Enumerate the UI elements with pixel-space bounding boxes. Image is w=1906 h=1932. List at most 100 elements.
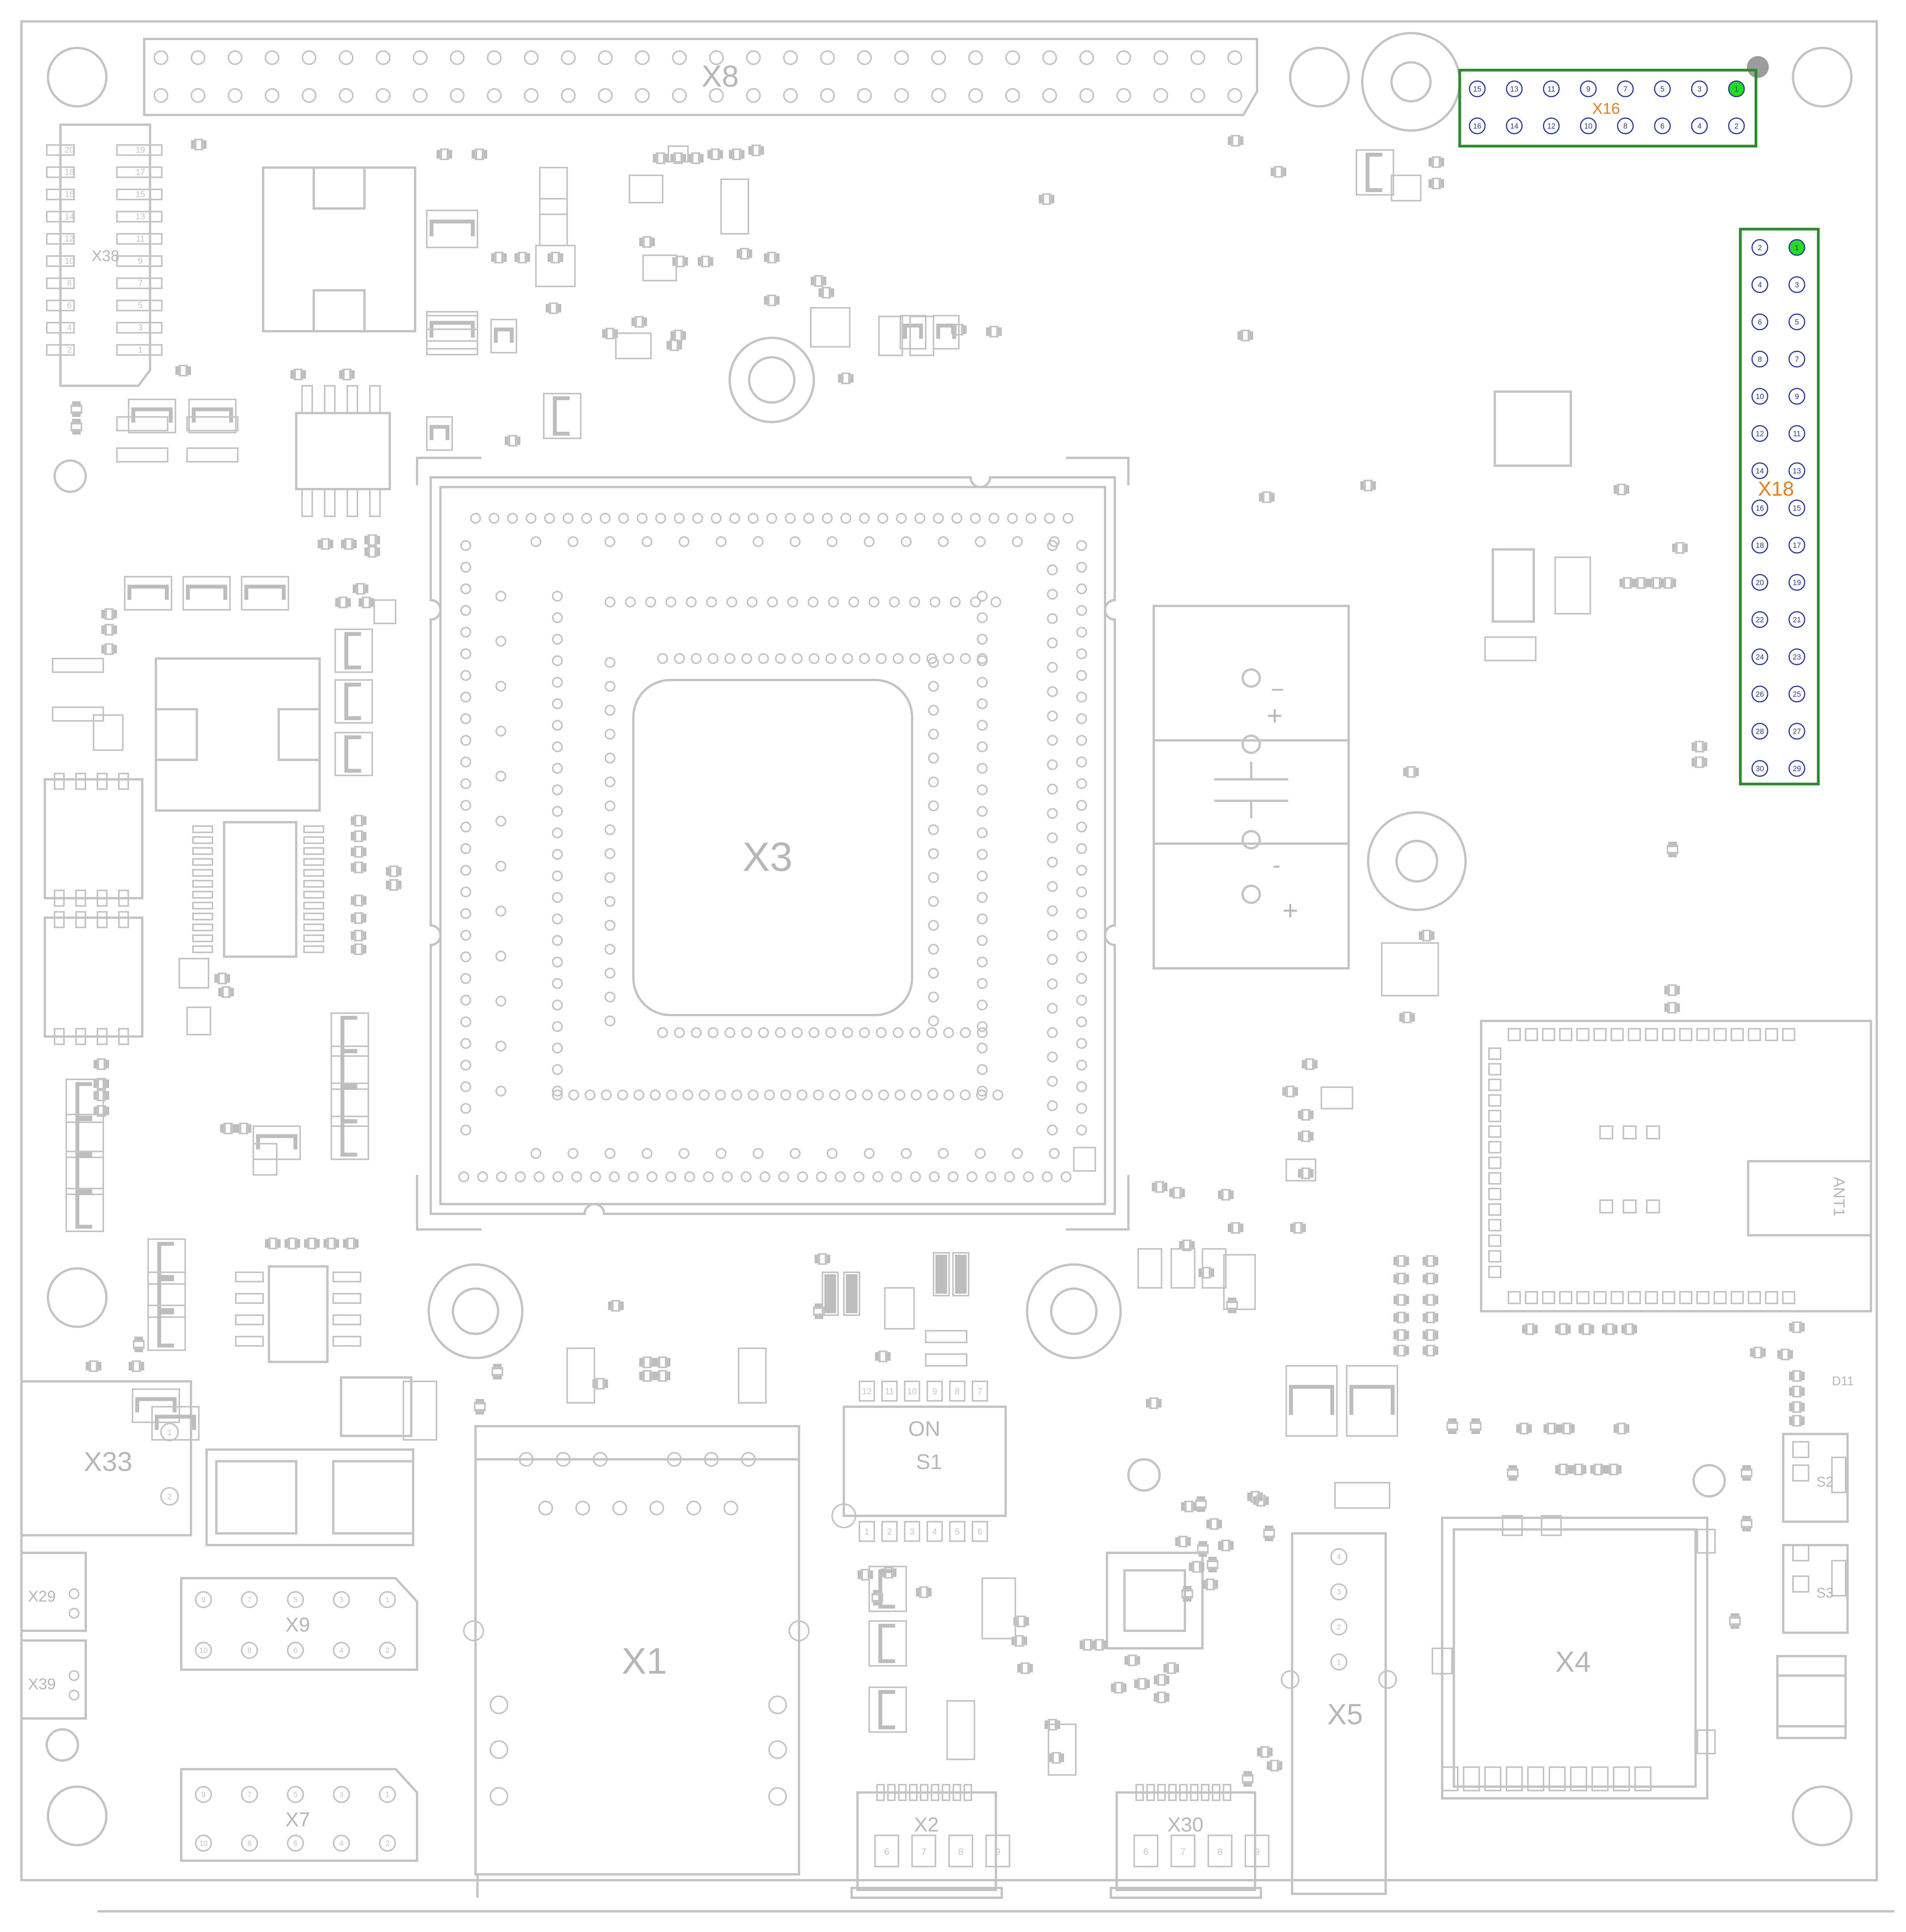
x3-ball (495, 726, 506, 737)
x38-pad-10-number: 10 (65, 256, 74, 266)
x4-pad (1613, 1766, 1630, 1791)
x9-pin-7-number: 7 (248, 1596, 252, 1604)
fuse-pad (332, 1460, 414, 1535)
resistor (221, 986, 231, 998)
resistor (307, 1238, 316, 1249)
x18-pin-3-number: 3 (1795, 281, 1799, 290)
resistor (1285, 1086, 1295, 1097)
tantalum-capacitor-pad (75, 1082, 92, 1120)
tantalum-capacitor-pad (340, 1119, 357, 1157)
x30-contact (1146, 1784, 1155, 1801)
ic-lead (303, 836, 324, 844)
resistor (474, 1402, 486, 1411)
s1-pin-3 (904, 1521, 920, 1542)
x8-pin (820, 88, 835, 103)
x18-pin-16 (1751, 500, 1768, 516)
standoff-upper-mid-inner (748, 356, 796, 404)
tantalum-capacitor (182, 576, 231, 611)
x8-pin (302, 50, 316, 65)
x38-pad-16-number: 16 (65, 189, 74, 199)
x9-pin-6-number: 6 (294, 1647, 298, 1655)
x3-label: X3 (743, 834, 792, 880)
ic-lead (235, 1336, 264, 1347)
small-ic (373, 599, 396, 624)
x16-label: X16 (1592, 100, 1620, 117)
small-ic (884, 1287, 915, 1330)
x1-led-pin (768, 1787, 787, 1806)
x3-ball (842, 653, 853, 664)
tantalum-capacitor (188, 399, 237, 433)
x8-pin (302, 88, 316, 103)
tantalum-capacitor (426, 210, 478, 248)
x3-ball (928, 872, 939, 883)
x9-pin-6 (287, 1642, 304, 1659)
x38-pad-20-number: 20 (65, 145, 74, 155)
x3-ball (1061, 1171, 1071, 1182)
resistor (356, 583, 365, 595)
x3-ball (605, 824, 615, 835)
mosfet-lead (75, 890, 86, 907)
tantalum-capacitor (147, 1272, 186, 1318)
tantalum-capacitor (331, 1012, 369, 1057)
x3-ball (1076, 1103, 1087, 1114)
standoff-right (1367, 811, 1467, 911)
resistor (104, 624, 114, 636)
x3-ball (928, 896, 939, 907)
x38-pad-4-number: 4 (67, 323, 72, 332)
x3-ball (928, 800, 939, 811)
resistor (1017, 1616, 1026, 1627)
diode-block (1492, 548, 1535, 623)
x39-pin (69, 1670, 80, 1681)
x16-pin-8-number: 8 (1623, 122, 1628, 131)
module-pad (1488, 1234, 1501, 1247)
x3-ball (692, 513, 703, 524)
resistor (346, 1238, 355, 1249)
ic-lead (192, 902, 213, 909)
x18-pin-12-number: 12 (1756, 430, 1764, 438)
x8-pin (894, 88, 909, 103)
x7-pin-7-number: 7 (248, 1791, 252, 1799)
x3-die (632, 679, 913, 1016)
x16-pin-16 (1469, 117, 1486, 134)
mosfet-1 (44, 778, 143, 899)
x3-ball (460, 627, 471, 638)
x3-ball (724, 653, 736, 664)
resistor (223, 1123, 233, 1134)
x38-pad-2 (46, 344, 75, 356)
x3-ball (590, 1171, 601, 1182)
x3-ball (1076, 1060, 1087, 1071)
resistor (767, 252, 776, 263)
resistor (342, 369, 352, 380)
x18-pin-7-number: 7 (1795, 356, 1799, 364)
resistor (1507, 1468, 1519, 1478)
x3-ball (790, 1148, 801, 1159)
x3-ball (928, 944, 939, 955)
x3-inner-frame (439, 486, 1106, 1205)
tantalum-capacitor-pad (131, 407, 173, 423)
standoff-lower-right-inner (1050, 1287, 1098, 1335)
sensor-pad (1494, 390, 1572, 467)
x3-ball (571, 1171, 582, 1182)
x2-contact (942, 1784, 950, 1801)
x2-pin-9 (985, 1835, 1010, 1867)
x18-pin-28 (1751, 723, 1768, 740)
x38-pad-12-number: 12 (65, 234, 74, 244)
x2-usb-port (856, 1791, 997, 1891)
resistor (1184, 1501, 1193, 1512)
x3-ball (977, 612, 988, 623)
x33-pin-1-number: 1 (167, 1428, 172, 1437)
x3-ball (960, 1090, 971, 1100)
x3-ball (724, 1027, 736, 1038)
x18-pin-8 (1751, 351, 1768, 367)
x3-ball (928, 991, 939, 1003)
x3-ball (1076, 670, 1087, 681)
fuse-pad (215, 1460, 297, 1535)
x7-pin-6 (287, 1835, 304, 1852)
s1-pin-12 (859, 1381, 875, 1402)
resistor (1780, 1349, 1790, 1360)
x3-ball (977, 676, 988, 688)
x38-pad-3 (116, 322, 163, 334)
x3-ball (495, 680, 506, 692)
x8-pin (1227, 50, 1242, 65)
tantalum-capacitor (334, 732, 373, 776)
